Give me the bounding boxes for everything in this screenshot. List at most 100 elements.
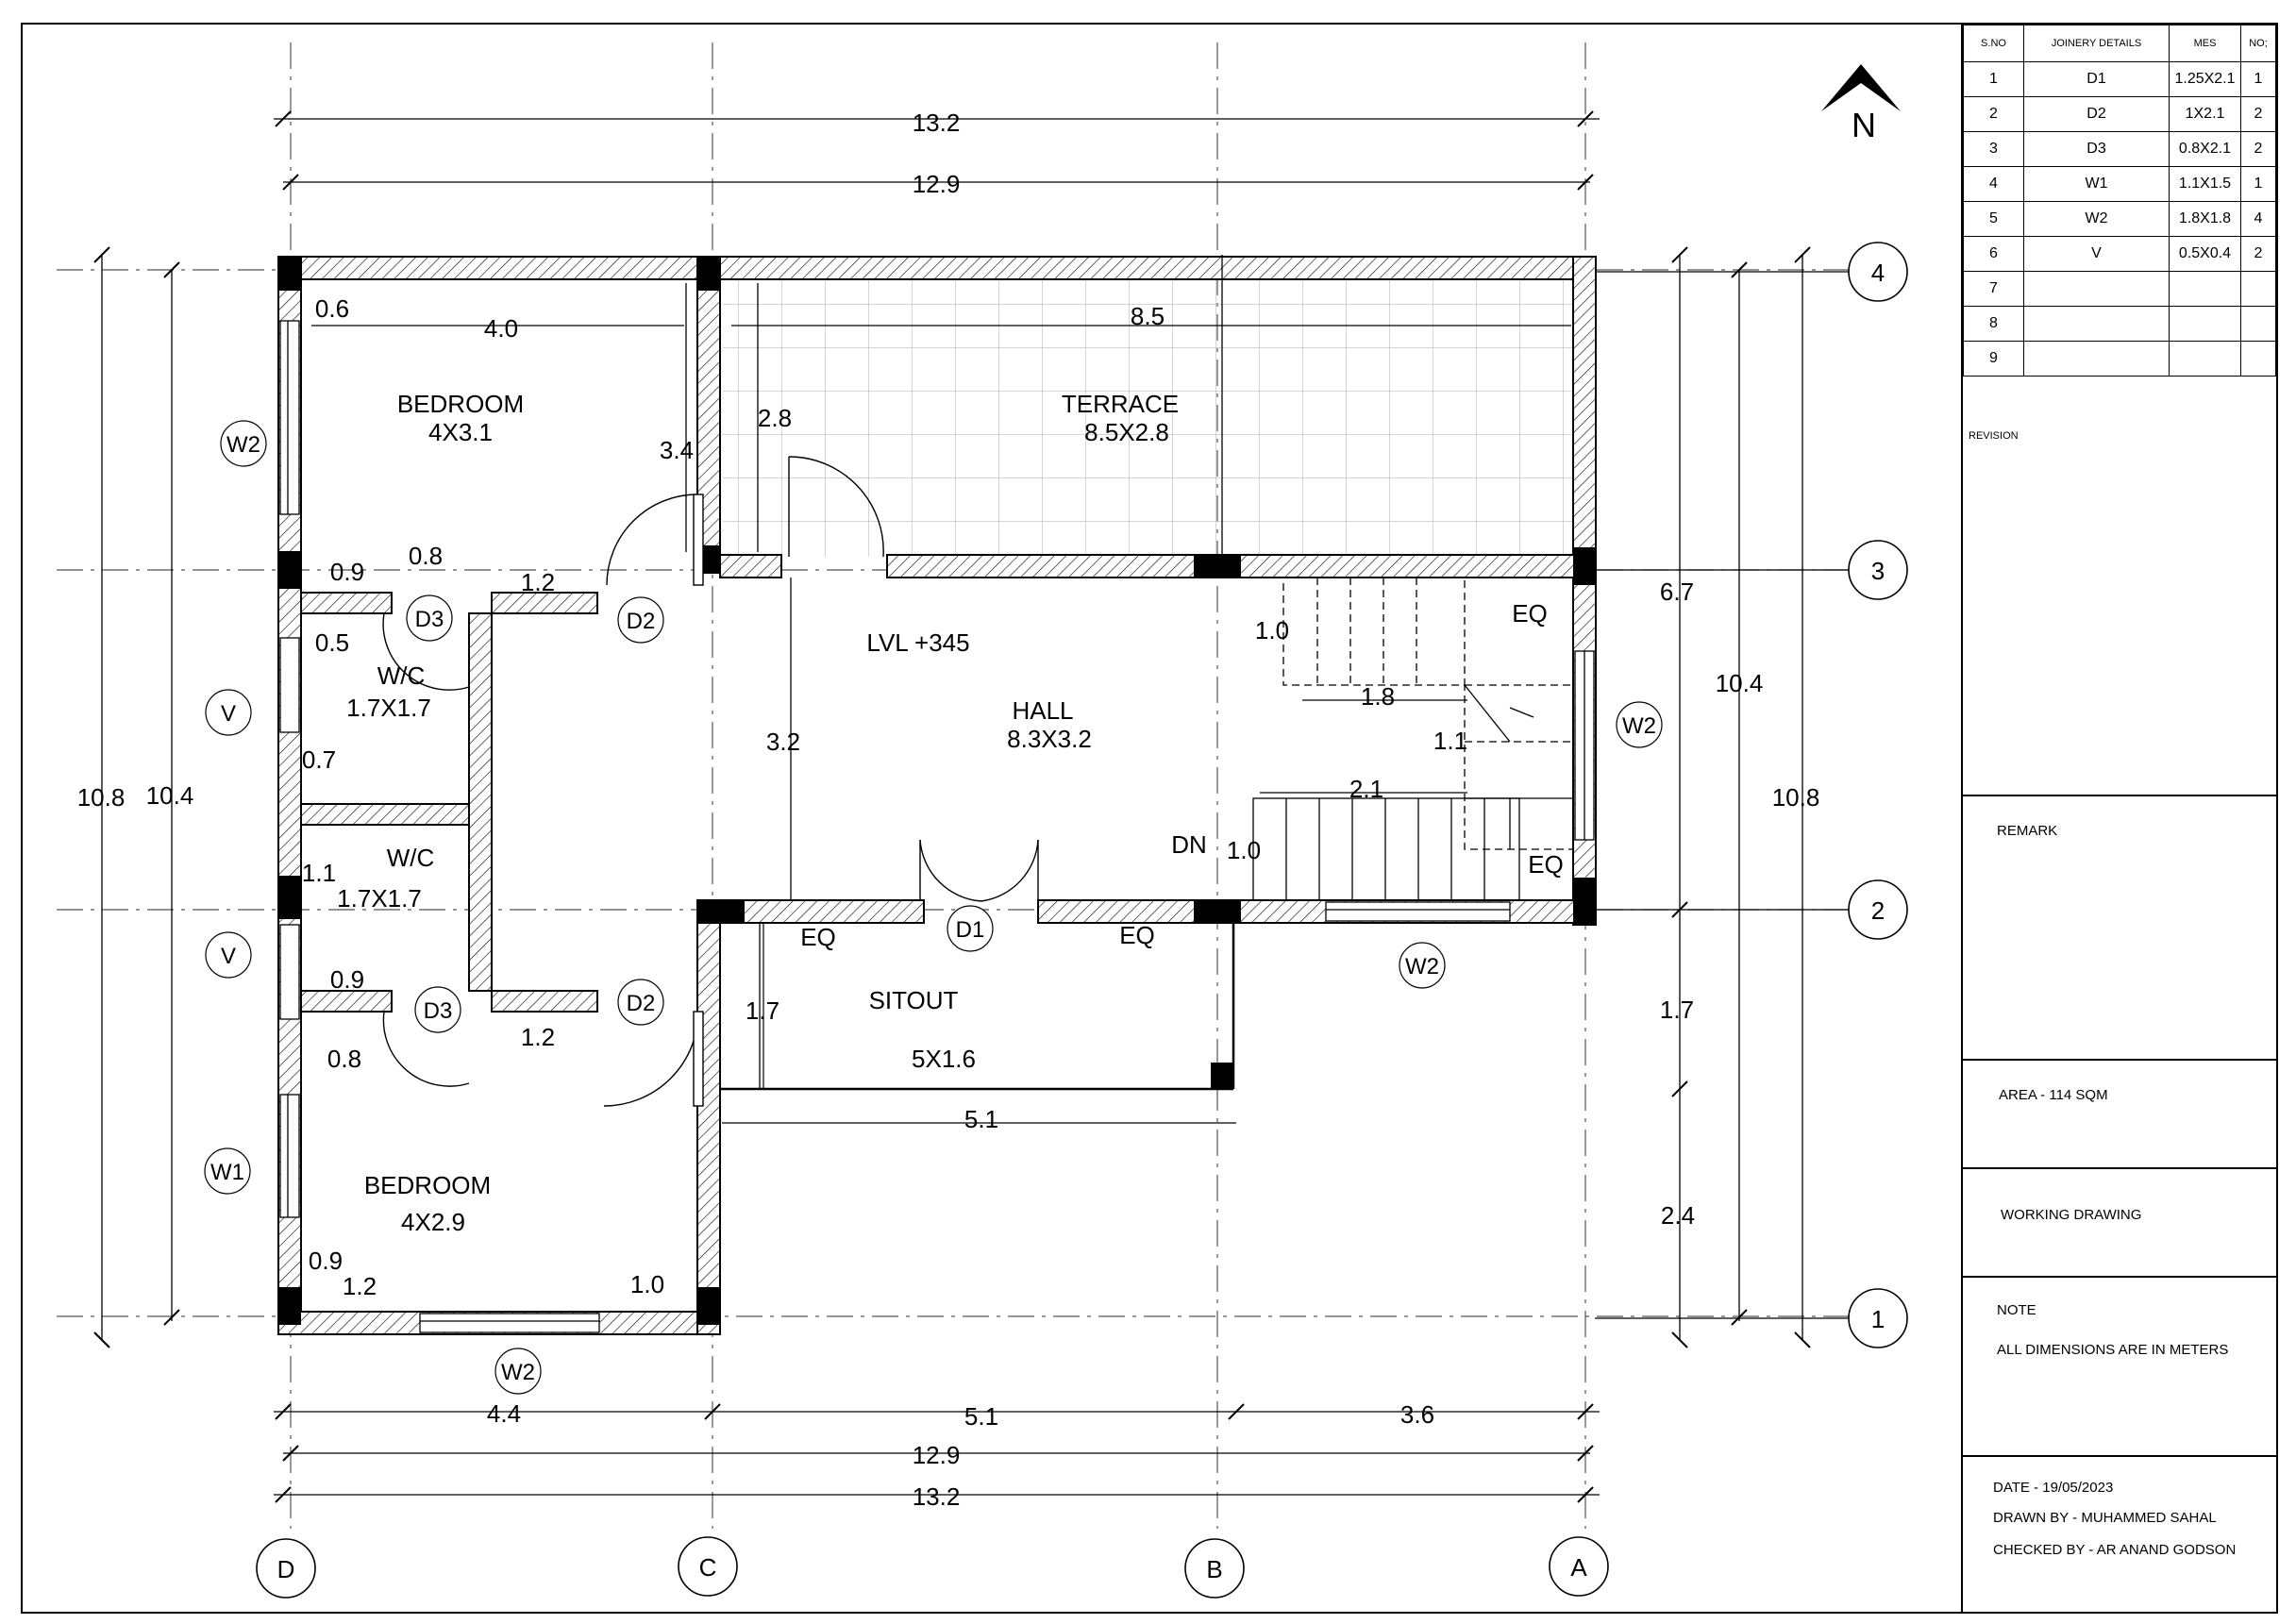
dim-wc1-w1: 0.9 <box>330 558 364 586</box>
note-section: NOTE ALL DIMENSIONS ARE IN METERS <box>1963 1276 2276 1455</box>
dim-stair-2-1: 2.1 <box>1349 775 1383 803</box>
grid-label-1: 1 <box>1871 1305 1885 1333</box>
dim-right-inner: 10.4 <box>1716 669 1764 697</box>
dim-stair-1-0: 1.0 <box>1255 616 1289 645</box>
dim-wc2-low: 0.8 <box>327 1045 361 1073</box>
tag-w2-left: W2 <box>226 432 260 458</box>
room-bedroom2-name: BEDROOM <box>364 1171 491 1199</box>
room-bedroom1-size: 4X3.1 <box>428 418 493 446</box>
dim-bed1-width: 4.0 <box>484 314 518 343</box>
dim-eq-stair-top: EQ <box>1512 599 1548 628</box>
schedule-cell: 0.5X0.4 <box>2169 236 2241 272</box>
drawn-by-label: DRAWN BY - MUHAMMED SAHAL <box>1993 1510 2217 1526</box>
schedule-cell: 4 <box>2240 201 2276 237</box>
schedule-cell: 1 <box>2240 166 2276 202</box>
schedule-cell <box>2023 341 2170 377</box>
schedule-cell: 9 <box>1963 341 2024 377</box>
dim-wc1-h1: 0.5 <box>315 628 349 657</box>
dim-terrace-width: 8.5 <box>1131 302 1165 330</box>
schedule-cell: 1 <box>2240 61 2276 97</box>
schedule-cell <box>2240 341 2276 377</box>
room-sitout-size: 5X1.6 <box>912 1045 976 1073</box>
dim-wc1-h2: 0.7 <box>302 745 336 774</box>
north-label: N <box>1852 106 1876 144</box>
grid-label-A: A <box>1570 1553 1587 1582</box>
schedule-cell: 1.25X2.1 <box>2169 61 2241 97</box>
schedule-cell <box>2240 271 2276 307</box>
tag-d3-lower: D3 <box>424 998 453 1024</box>
dim-bottom-seg2: 5.1 <box>964 1402 998 1431</box>
grid-label-2: 2 <box>1871 896 1885 925</box>
grid-label-C: C <box>699 1553 717 1582</box>
dim-stair-1-8: 1.8 <box>1361 682 1395 711</box>
room-wc2-name: W/C <box>387 844 435 872</box>
stair-dn-label: DN <box>1171 830 1207 859</box>
dim-bottom-seg1: 4.4 <box>487 1399 521 1428</box>
dim-terrace-depth: 2.8 <box>758 404 792 432</box>
dim-wc2-door: 1.2 <box>521 1023 555 1051</box>
room-wc2-size: 1.7X1.7 <box>337 884 422 912</box>
schedule-cell: 4 <box>1963 166 2024 202</box>
dim-bed2-w2: 1.0 <box>630 1270 664 1298</box>
schedule-row: 9 <box>1963 341 2276 377</box>
dim-bottom-inner: 12.9 <box>913 1441 961 1469</box>
revision-section: REVISION <box>1963 389 2276 795</box>
dim-eq-stair-bot: EQ <box>1528 850 1564 879</box>
drawing-type-section: WORKING DRAWING <box>1963 1167 2276 1276</box>
room-hall-name: HALL <box>1012 696 1073 725</box>
schedule-cell: 7 <box>1963 271 2024 307</box>
schedule-header-joinery: JOINERY DETAILS <box>2023 25 2170 62</box>
schedule-cell <box>2169 306 2241 342</box>
schedule-cell: D3 <box>2023 131 2170 167</box>
schedule-row: 8 <box>1963 306 2276 342</box>
windows <box>279 320 1595 1333</box>
dim-bed1-corner: 0.6 <box>315 294 349 323</box>
dim-right-overall: 10.8 <box>1772 783 1820 812</box>
tag-w1-left: W1 <box>210 1160 244 1185</box>
schedule-cell: 3 <box>1963 131 2024 167</box>
room-wc1-name: W/C <box>377 661 426 690</box>
dim-right-seg1: 6.7 <box>1660 578 1694 606</box>
doors <box>382 456 1039 1107</box>
schedule-cell: 2 <box>2240 131 2276 167</box>
dim-wc2-h: 1.1 <box>302 859 336 887</box>
tag-v-upper: V <box>221 701 236 727</box>
schedule-cell: 2 <box>2240 236 2276 272</box>
tag-w2-bottom: W2 <box>501 1360 535 1385</box>
schedule-cell <box>2023 271 2170 307</box>
dim-sitout-depth: 1.7 <box>746 996 779 1025</box>
dimension-lines <box>101 118 1803 1496</box>
schedule-cell: 6 <box>1963 236 2024 272</box>
remark-section: REMARK <box>1963 795 2276 1059</box>
schedule-cell: 8 <box>1963 306 2024 342</box>
schedule-cell: 1.1X1.5 <box>2169 166 2241 202</box>
grid-label-4: 4 <box>1871 259 1885 287</box>
schedule-cell <box>2023 306 2170 342</box>
dim-sitout-width: 5.1 <box>964 1105 998 1133</box>
area-label: AREA - 114 SQM <box>1999 1087 2108 1103</box>
schedule-header-no: NO; <box>2240 25 2276 62</box>
grid-label-3: 3 <box>1871 557 1885 585</box>
schedule-cell: 1 <box>1963 61 2024 97</box>
dim-wc2-w: 0.9 <box>330 965 364 994</box>
grid-leaders <box>1595 271 1849 1319</box>
tag-bubbles <box>204 420 1663 1395</box>
drawing-type-label: WORKING DRAWING <box>2001 1207 2142 1223</box>
dim-wc1-w2: 0.8 <box>409 542 443 570</box>
schedule-header-mes: MES <box>2169 25 2241 62</box>
schedule-cell: 2 <box>1963 96 2024 132</box>
room-bedroom1-name: BEDROOM <box>397 390 524 418</box>
dim-eq-front-right: EQ <box>1119 921 1155 949</box>
dim-stair-1-1: 1.1 <box>1433 727 1467 755</box>
room-terrace-size: 8.5X2.8 <box>1084 418 1169 446</box>
schedule-cell: D1 <box>2023 61 2170 97</box>
dim-bottom-overall: 13.2 <box>913 1482 961 1511</box>
stair <box>1252 577 1574 901</box>
